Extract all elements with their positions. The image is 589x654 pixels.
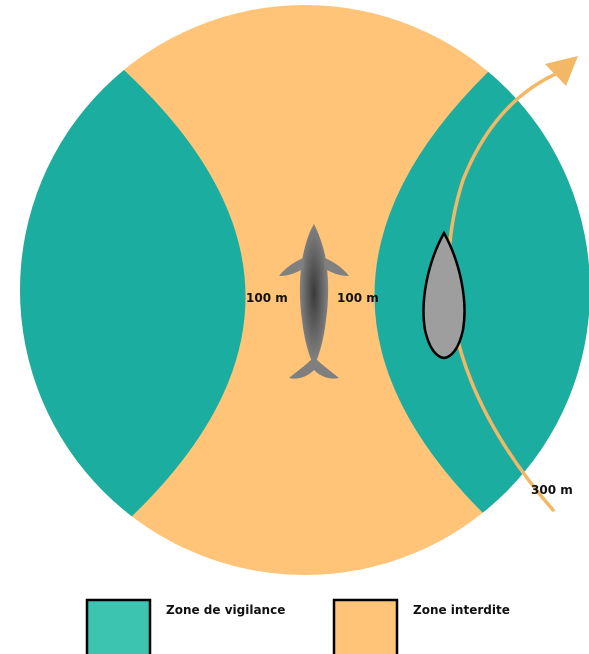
- legend-swatch-forbidden: [332, 598, 399, 654]
- vigilance-zone-right: [374, 72, 589, 516]
- boat-icon: [422, 230, 466, 360]
- left-distance-label: 100 m: [246, 291, 288, 305]
- legend-label-forbidden: Zone interdite: [413, 603, 510, 617]
- right-distance-label: 100 m: [337, 291, 379, 305]
- boat-route: [447, 70, 562, 512]
- dolphin-icon: [279, 224, 349, 379]
- legend: Zone de vigilance Zone interdite: [85, 598, 510, 654]
- vigilance-zone-left: [20, 70, 246, 520]
- legend-label-vigilance: Zone de vigilance: [166, 603, 285, 617]
- arrow-icon: [545, 56, 578, 86]
- legend-swatch-vigilance: [85, 598, 152, 654]
- route-distance-label: 300 m: [531, 483, 573, 497]
